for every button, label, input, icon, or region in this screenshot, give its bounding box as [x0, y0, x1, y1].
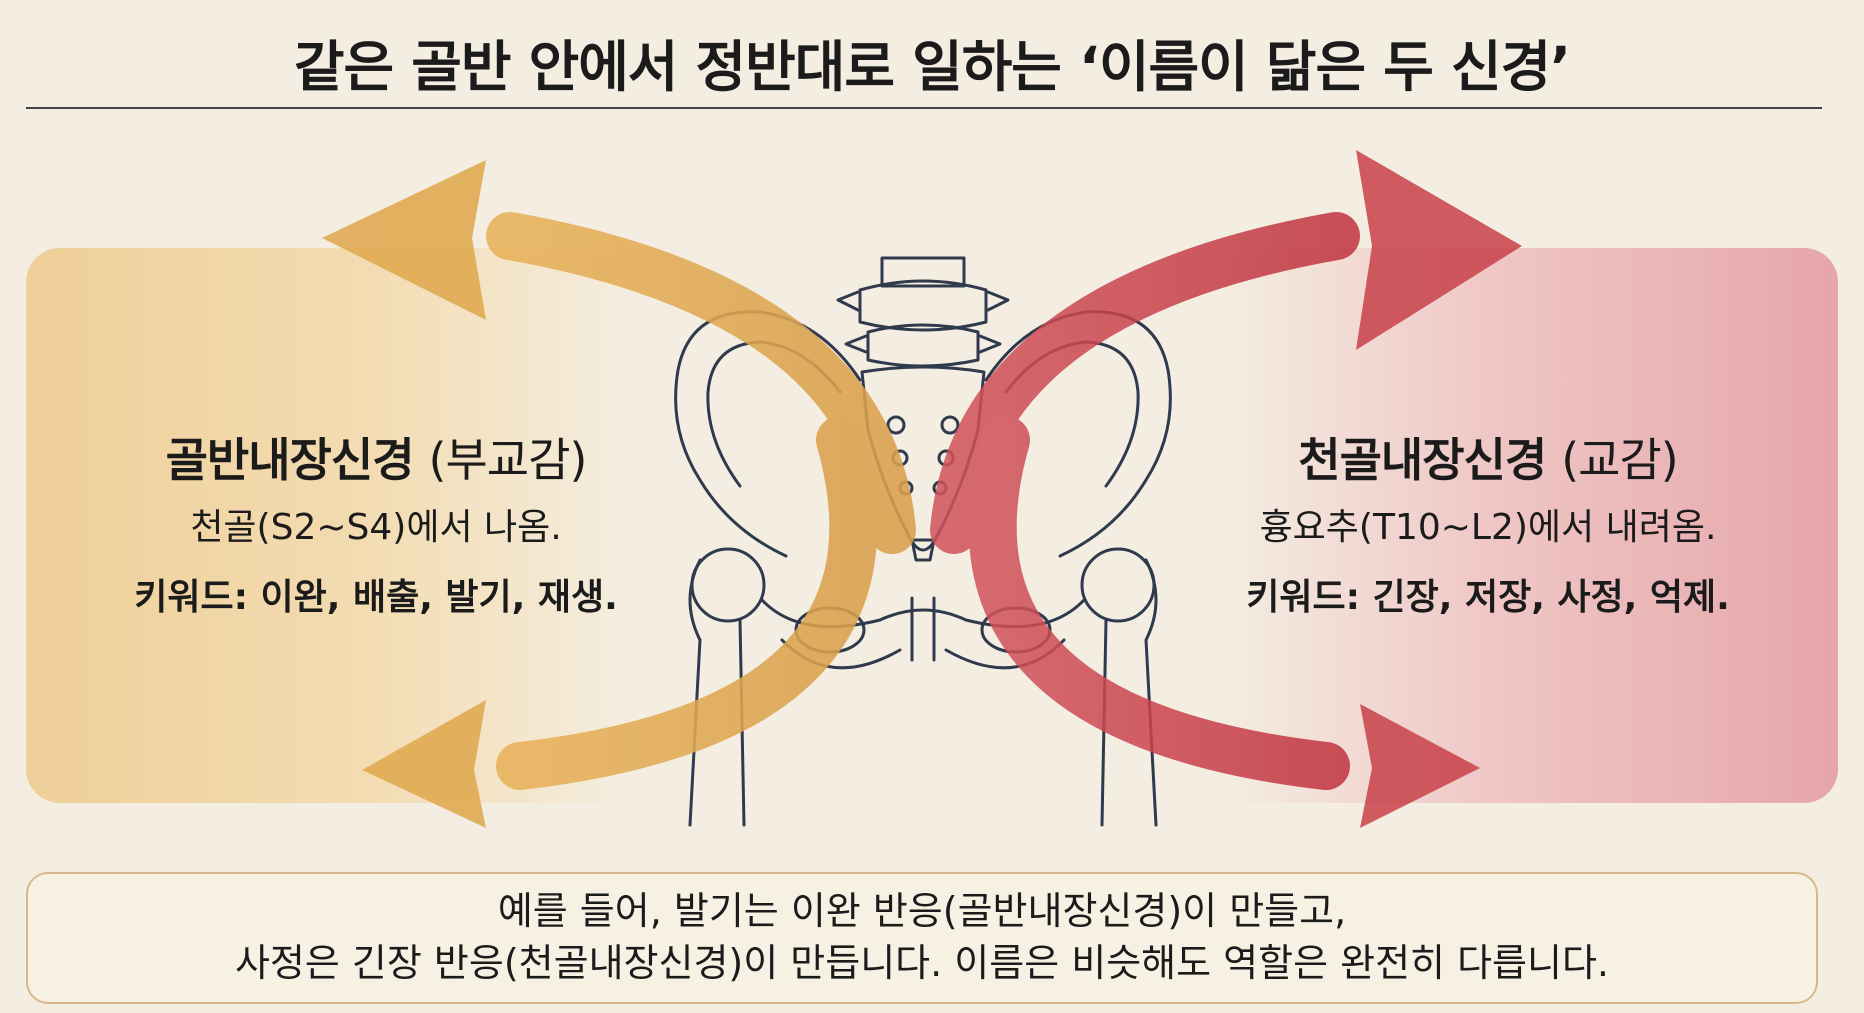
left-upper-arrowhead — [322, 160, 486, 320]
left-nerve-info: 골반내장신경 (부교감) 천골(S2~S4)에서 나옴. 키워드: 이완, 배출… — [36, 430, 716, 622]
right-lower-arrow — [968, 416, 1350, 790]
left-nerve-arrows — [322, 160, 916, 828]
left-nerve-type: (부교감) — [428, 433, 588, 487]
right-nerve-origin: 흉요추(T10~L2)에서 내려옴. — [1259, 507, 1717, 548]
right-nerve-type: (교감) — [1561, 433, 1679, 487]
right-nerve-panel — [1218, 248, 1838, 803]
left-nerve-origin: 천골(S2~S4)에서 나옴. — [190, 507, 562, 548]
title-divider — [26, 107, 1822, 109]
example-caption-box: 예를 들어, 발기는 이완 반응(골반내장신경)이 만들고, 사정은 긴장 반응… — [26, 872, 1818, 1004]
right-nerve-arrows — [930, 150, 1522, 828]
left-upper-arrow — [486, 212, 916, 554]
right-nerve-info: 천골내장신경 (교감) 흉요추(T10~L2)에서 내려옴. 키워드: 긴장, … — [1148, 430, 1828, 622]
left-nerve-name: 골반내장신경 — [165, 433, 415, 487]
page-title: 같은 골반 안에서 정반대로 일하는 ‘이름이 닮은 두 신경’ — [293, 35, 1571, 99]
left-lower-arrowhead — [362, 700, 486, 828]
right-nerve-name: 천골내장신경 — [1298, 433, 1547, 487]
right-lower-arrowhead — [1360, 704, 1480, 828]
example-line-1: 예를 들어, 발기는 이완 반응(골반내장신경)이 만들고, — [497, 889, 1347, 933]
left-nerve-title: 골반내장신경 (부교감) — [36, 430, 716, 490]
right-upper-arrowhead — [1356, 150, 1522, 350]
left-nerve-panel — [26, 248, 646, 803]
right-nerve-title: 천골내장신경 (교감) — [1148, 430, 1828, 490]
right-upper-arrow — [930, 212, 1360, 554]
example-line-2: 사정은 긴장 반응(천골내장신경)이 만듭니다. 이름은 비슷해도 역할은 완전… — [234, 941, 1610, 985]
left-lower-arrow — [496, 416, 878, 790]
right-nerve-keywords: 키워드: 긴장, 저장, 사정, 억제. — [1246, 577, 1730, 618]
left-nerve-keywords: 키워드: 이완, 배출, 발기, 재생. — [134, 577, 618, 618]
